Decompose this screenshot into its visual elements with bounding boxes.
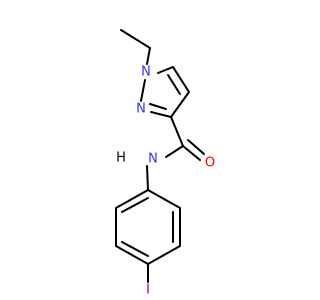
atom-nh-h: H (116, 151, 126, 166)
bonds (115, 29, 205, 283)
bond-c3-n2 (150, 111, 172, 118)
atom-n1: N (141, 65, 151, 80)
atom-n2: N (136, 102, 146, 117)
atom-amide-n: N (148, 152, 158, 167)
bond-c4-c3 (170, 91, 190, 118)
atom-labels: N N H N O I (116, 65, 215, 298)
atom-i: I (146, 283, 150, 298)
bond-c5-c4 (172, 66, 190, 93)
bond-ar1-ar2 (147, 189, 181, 209)
bond-ar4-ar5-double (121, 241, 149, 257)
bond-ar6-ar1-double (121, 197, 149, 213)
atom-o: O (205, 156, 215, 171)
bond-ch3-ch2 (120, 29, 151, 49)
molecule-structure: N N H N O I (115, 29, 215, 298)
bond-ch2-n1 (146, 47, 151, 65)
bond-carbonyl-o (182, 145, 201, 161)
bond-ar3-ar4 (147, 245, 181, 265)
bond-n2-n1 (140, 79, 146, 102)
bond-ar6-ar1 (115, 189, 149, 209)
bond-c3-n2-double (149, 103, 167, 110)
bond-n-aryl (146, 165, 149, 191)
molecule-canvas: N N H N O I (115, 29, 216, 298)
bond-ar4-ar5 (115, 245, 149, 265)
bond-c5-c4-double (167, 74, 181, 95)
bond-c3-carbonyl (170, 116, 184, 147)
bond-carbonyl-o-double (187, 139, 205, 155)
bond-n1-c5 (157, 66, 174, 74)
bond-carbonyl-n (165, 145, 184, 158)
